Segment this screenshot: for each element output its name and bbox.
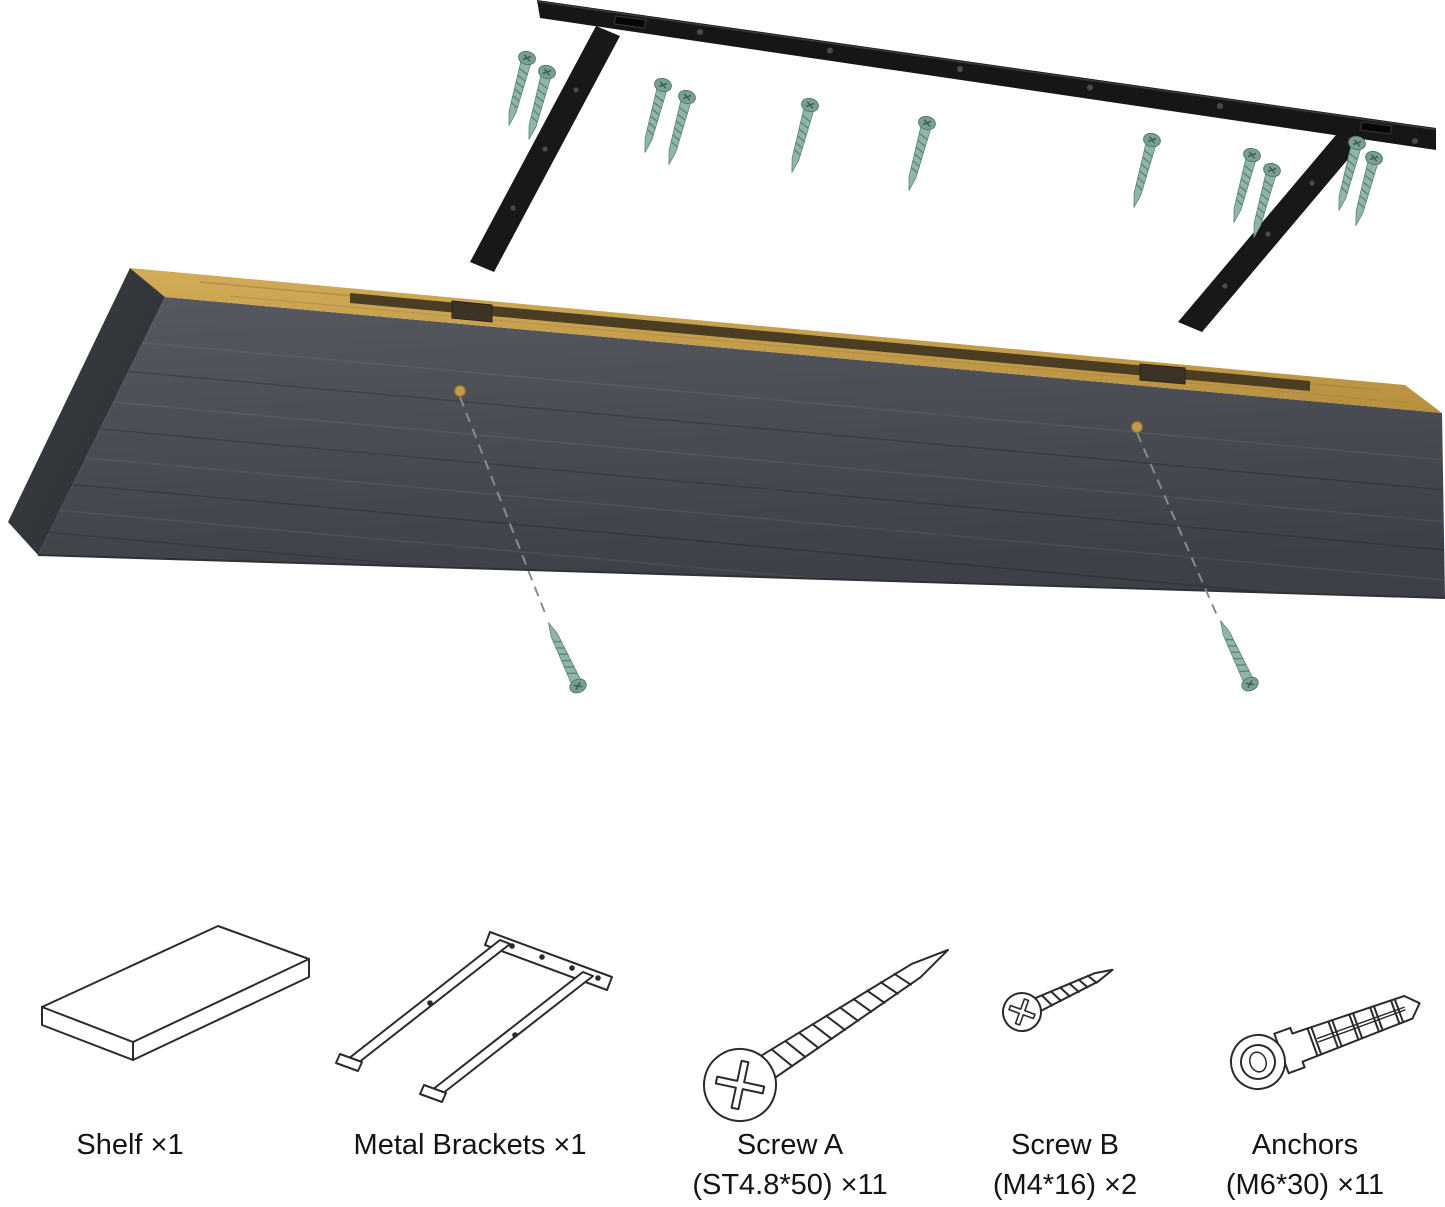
mounting-screws-group	[499, 48, 1385, 241]
pilot-hole-right	[1130, 420, 1144, 434]
alignment-dashed-line-right	[1136, 432, 1220, 621]
part-label-brackets: Metal Brackets ×1	[320, 1128, 620, 1168]
shelf-board	[8, 268, 1445, 599]
screw-icon	[1124, 130, 1163, 211]
screw-a-icon	[703, 948, 949, 1122]
rail-groove	[350, 293, 1310, 391]
shelf-icon	[41, 925, 310, 1061]
part-spec: (ST4.8*50) ×11	[692, 1169, 888, 1201]
pilot-hole-left	[453, 384, 467, 398]
metal-bracket-rail	[470, 0, 1437, 332]
part-label-shelf: Shelf ×1	[0, 1128, 260, 1168]
underside-screws-group	[459, 396, 1262, 697]
screw-icon	[899, 113, 938, 194]
alignment-dashed-line-left	[459, 396, 548, 619]
part-spec: (M6*30) ×11	[1225, 1169, 1385, 1201]
part-label-screw-a: Screw A (ST4.8*50) ×11	[660, 1128, 920, 1202]
arm-notch-left	[451, 300, 493, 323]
screw-icon	[659, 87, 698, 168]
part-name: Shelf ×1	[76, 1129, 184, 1161]
part-label-anchors: Anchors (M6*30) ×11	[1180, 1128, 1430, 1202]
part-name: Screw A	[736, 1129, 844, 1161]
screw-icon	[539, 618, 590, 697]
screw-icon	[1211, 616, 1262, 695]
screw-b-icon	[1002, 968, 1114, 1032]
part-spec: (M4*16) ×2	[992, 1169, 1138, 1201]
part-name: Anchors	[1251, 1129, 1359, 1161]
anchor-icon	[1230, 995, 1421, 1090]
part-label-screw-b: Screw B (M4*16) ×2	[940, 1128, 1190, 1202]
woodgrain-texture	[38, 329, 1445, 598]
metal-brackets-icon	[335, 931, 613, 1103]
screw-icon	[635, 75, 674, 156]
part-name: Screw B	[1011, 1129, 1119, 1161]
part-name: Metal Brackets ×1	[353, 1129, 587, 1161]
screw-icon	[782, 95, 821, 176]
arm-notch-right	[1139, 363, 1186, 385]
